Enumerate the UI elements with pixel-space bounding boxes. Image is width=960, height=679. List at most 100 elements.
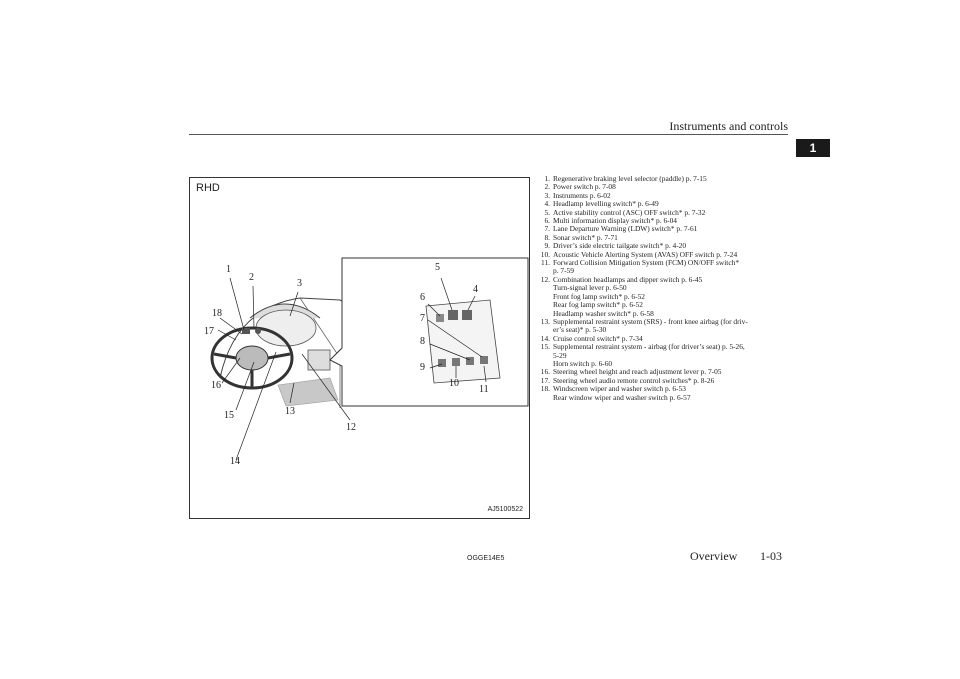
list-item-line: Active stability control (ASC) OFF switc… (553, 207, 706, 217)
callout-6: 6 (420, 292, 425, 303)
list-item-number: 16. (540, 367, 550, 377)
list-item-number: 11. (541, 258, 550, 268)
list-item-number: 9. (544, 241, 550, 251)
list-item: 13.Supplemental restraint system (SRS) -… (536, 316, 786, 335)
list-item-text: Power switch p. 7-08 (553, 182, 786, 192)
list-item-text: Lane Departure Warning (LDW) switch* p. … (553, 225, 786, 234)
list-item-text: Sonar switch* p. 7-71 (553, 232, 786, 242)
list-item-line: Acoustic Vehicle Alerting System (AVAS) … (553, 249, 738, 259)
list-item-number: 12. (540, 274, 550, 284)
callout-5: 5 (435, 262, 440, 273)
callout-11: 11 (479, 384, 489, 395)
callout-9: 9 (420, 362, 425, 373)
list-item-text: Steering wheel audio remote control swit… (553, 375, 786, 385)
list-item-text: Steering wheel height and reach adjustme… (553, 367, 786, 377)
list-item: 14.Cruise control switch* p. 7-34 (536, 333, 786, 343)
list-item-text: Cruise control switch* p. 7-34 (553, 333, 786, 343)
callout-12: 12 (346, 422, 356, 433)
chapter-tab[interactable]: 1 (796, 139, 830, 157)
list-item-text: Instruments p. 6-02 (553, 190, 786, 200)
callout-3: 3 (297, 278, 302, 289)
list-item-text: Regenerative braking level selector (pad… (553, 174, 786, 183)
list-item: 3.Instruments p. 6-02 (536, 190, 786, 200)
list-item-number: 15. (540, 342, 550, 352)
list-item-line: Front fog lamp switch* p. 6-52 (553, 291, 645, 301)
list-item-line: Forward Collision Mitigation System (FCM… (553, 258, 740, 268)
list-item: 15.Supplemental restraint system - airba… (536, 342, 786, 368)
header-divider (189, 134, 788, 135)
callout-16: 16 (211, 380, 221, 391)
figure-label-rhd: RHD (196, 182, 220, 194)
callout-14: 14 (230, 456, 240, 467)
callout-1: 1 (226, 264, 231, 275)
list-item-text: Headlamp levelling switch* p. 6-49 (553, 199, 786, 209)
callout-7: 7 (420, 313, 425, 324)
list-item-number: 6. (544, 216, 550, 226)
list-item-line: Headlamp washer switch* p. 6-58 (553, 308, 654, 318)
list-item-line: Rear fog lamp switch* p. 6-52 (553, 300, 643, 310)
footer-page-number: 1-03 (760, 549, 782, 563)
footer-code: OGGE14E5 (467, 555, 505, 562)
list-item-line: Instruments p. 6-02 (553, 190, 611, 200)
list-item-number: 8. (544, 232, 550, 242)
list-item-number: 10. (540, 249, 550, 259)
component-list: 1.Regenerative braking level selector (p… (536, 174, 786, 402)
list-item-text: Active stability control (ASC) OFF switc… (553, 207, 786, 217)
list-item-line: Horn switch p. 6-60 (553, 358, 613, 368)
list-item-line: Steering wheel height and reach adjustme… (553, 367, 722, 377)
list-item-line: Windscreen wiper and washer switch p. 6-… (553, 384, 686, 394)
list-item-line: Multi information display switch* p. 6-0… (553, 216, 677, 226)
page-header-title: Instruments and controls (669, 119, 788, 133)
callout-13: 13 (285, 406, 295, 417)
figure-code: AJ5100522 (487, 506, 523, 513)
list-item: 10.Acoustic Vehicle Alerting System (AVA… (536, 249, 786, 259)
list-item-line: er’s seat)* p. 5-30 (553, 325, 607, 335)
list-item: 2.Power switch p. 7-08 (536, 182, 786, 192)
list-item-number: 5. (544, 207, 550, 217)
list-item-text: Combination headlamps and dipper switch … (553, 274, 786, 318)
list-item-line: Turn-signal lever p. 6-50 (553, 283, 627, 293)
list-item: 16.Steering wheel height and reach adjus… (536, 367, 786, 377)
list-item-number: 2. (544, 182, 550, 192)
list-item-text: Supplemental restraint system (SRS) - fr… (553, 316, 786, 335)
callout-18: 18 (212, 308, 222, 319)
list-item-number: 3. (544, 190, 550, 200)
list-item-line: Rear window wiper and washer switch p. 6… (553, 392, 691, 402)
dashboard-drawing (210, 257, 529, 461)
list-item: 7.Lane Departure Warning (LDW) switch* p… (536, 224, 786, 234)
list-item-line: p. 7-59 (553, 266, 574, 276)
list-item-line: Driver’s side electric tailgate switch* … (553, 241, 687, 251)
list-item-number: 7. (544, 224, 550, 234)
list-item: 18.Windscreen wiper and washer switch p.… (536, 384, 786, 402)
list-item: 17.Steering wheel audio remote control s… (536, 375, 786, 385)
list-item: 6.Multi information display switch* p. 6… (536, 216, 786, 226)
list-item-text: Multi information display switch* p. 6-0… (553, 216, 786, 226)
callout-4: 4 (473, 284, 478, 295)
list-item-text: Windscreen wiper and washer switch p. 6-… (553, 384, 786, 402)
list-item-line: Supplemental restraint system (SRS) - fr… (553, 316, 748, 326)
list-item: 1.Regenerative braking level selector (p… (536, 174, 786, 183)
list-item-line: Headlamp levelling switch* p. 6-49 (553, 199, 659, 209)
callout-2: 2 (249, 272, 254, 283)
list-item-number: 1. (544, 174, 550, 183)
list-item-line: Steering wheel audio remote control swit… (553, 375, 715, 385)
list-item-number: 4. (544, 199, 550, 209)
list-item-number: 14. (540, 333, 550, 343)
list-item-line: Sonar switch* p. 7-71 (553, 232, 618, 242)
list-item-text: Acoustic Vehicle Alerting System (AVAS) … (553, 249, 786, 259)
callout-15: 15 (224, 410, 234, 421)
list-item: 4.Headlamp levelling switch* p. 6-49 (536, 199, 786, 209)
list-item: 12.Combination headlamps and dipper swit… (536, 274, 786, 318)
callout-8: 8 (420, 336, 425, 347)
list-item-number: 13. (540, 316, 550, 326)
list-item-line: Cruise control switch* p. 7-34 (553, 333, 643, 343)
list-item: 11.Forward Collision Mitigation System (… (536, 258, 786, 276)
list-item-text: Driver’s side electric tailgate switch* … (553, 241, 786, 251)
list-item-number: 18. (540, 384, 550, 394)
list-item-line: 5-29 (553, 350, 567, 360)
list-item-line: Combination headlamps and dipper switch … (553, 274, 703, 284)
callout-17: 17 (204, 326, 214, 337)
list-item-number: 17. (540, 375, 550, 385)
list-item-line: Power switch p. 7-08 (553, 182, 616, 192)
list-item-text: Forward Collision Mitigation System (FCM… (553, 258, 786, 276)
